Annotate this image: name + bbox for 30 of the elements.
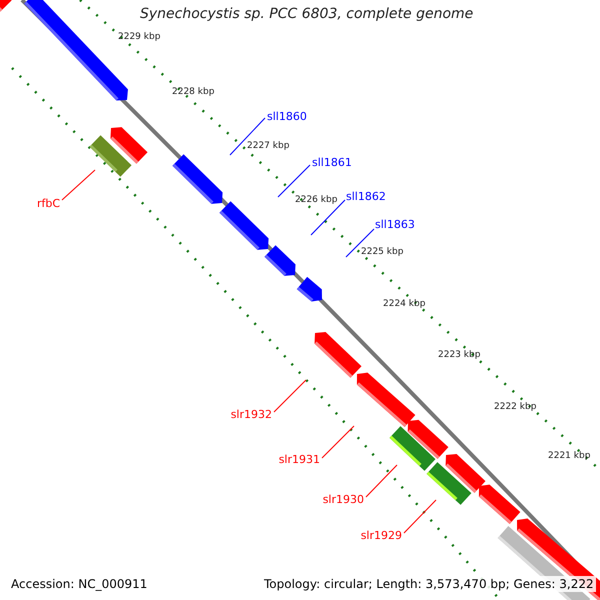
gene-label: slr1930 (322, 494, 364, 505)
gene-label: slr1931 (278, 454, 320, 465)
leader-line (366, 464, 398, 498)
scale-tick-label: 2221 kbp (548, 452, 590, 461)
gene-label: slr1929 (360, 530, 402, 541)
scale-tick-label: 2224 kbp (383, 300, 426, 309)
info-text: Accession: NC_000911 (9, 576, 150, 592)
scale-tick-label: 2228 kbp (172, 88, 214, 97)
leader-line (346, 228, 374, 258)
leader-line (322, 426, 354, 458)
leader-line (62, 170, 96, 200)
gene-label: sll1862 (346, 191, 386, 202)
gene-label: sll1863 (375, 219, 415, 230)
gene-label: sll1860 (267, 111, 307, 122)
scale-tick-label: 2222 kbp (494, 403, 536, 412)
leader-line (278, 164, 310, 198)
gene-label: rfbC (36, 198, 60, 209)
scale-tick-label: 2226 kbp (295, 196, 338, 205)
gene-label: slr1932 (230, 409, 272, 420)
leader-line (310, 200, 346, 236)
scale-tick-label: 2229 kbp (118, 33, 160, 42)
leader-line (230, 118, 266, 156)
scale-tick-label: 2227 kbp (247, 142, 290, 151)
scale-tick-label: 2223 kbp (438, 351, 480, 360)
scale-tick-label: 2225 kbp (361, 248, 404, 257)
title: Synechocystis sp. PCC 6803, complete genome (140, 7, 474, 21)
leader-line (274, 380, 306, 412)
info-text: Topology: circular; Length: 3,573,470 bp; Genes: 3,222 (262, 576, 596, 592)
gene-label: sll1861 (312, 157, 352, 168)
leader-line (404, 500, 436, 534)
